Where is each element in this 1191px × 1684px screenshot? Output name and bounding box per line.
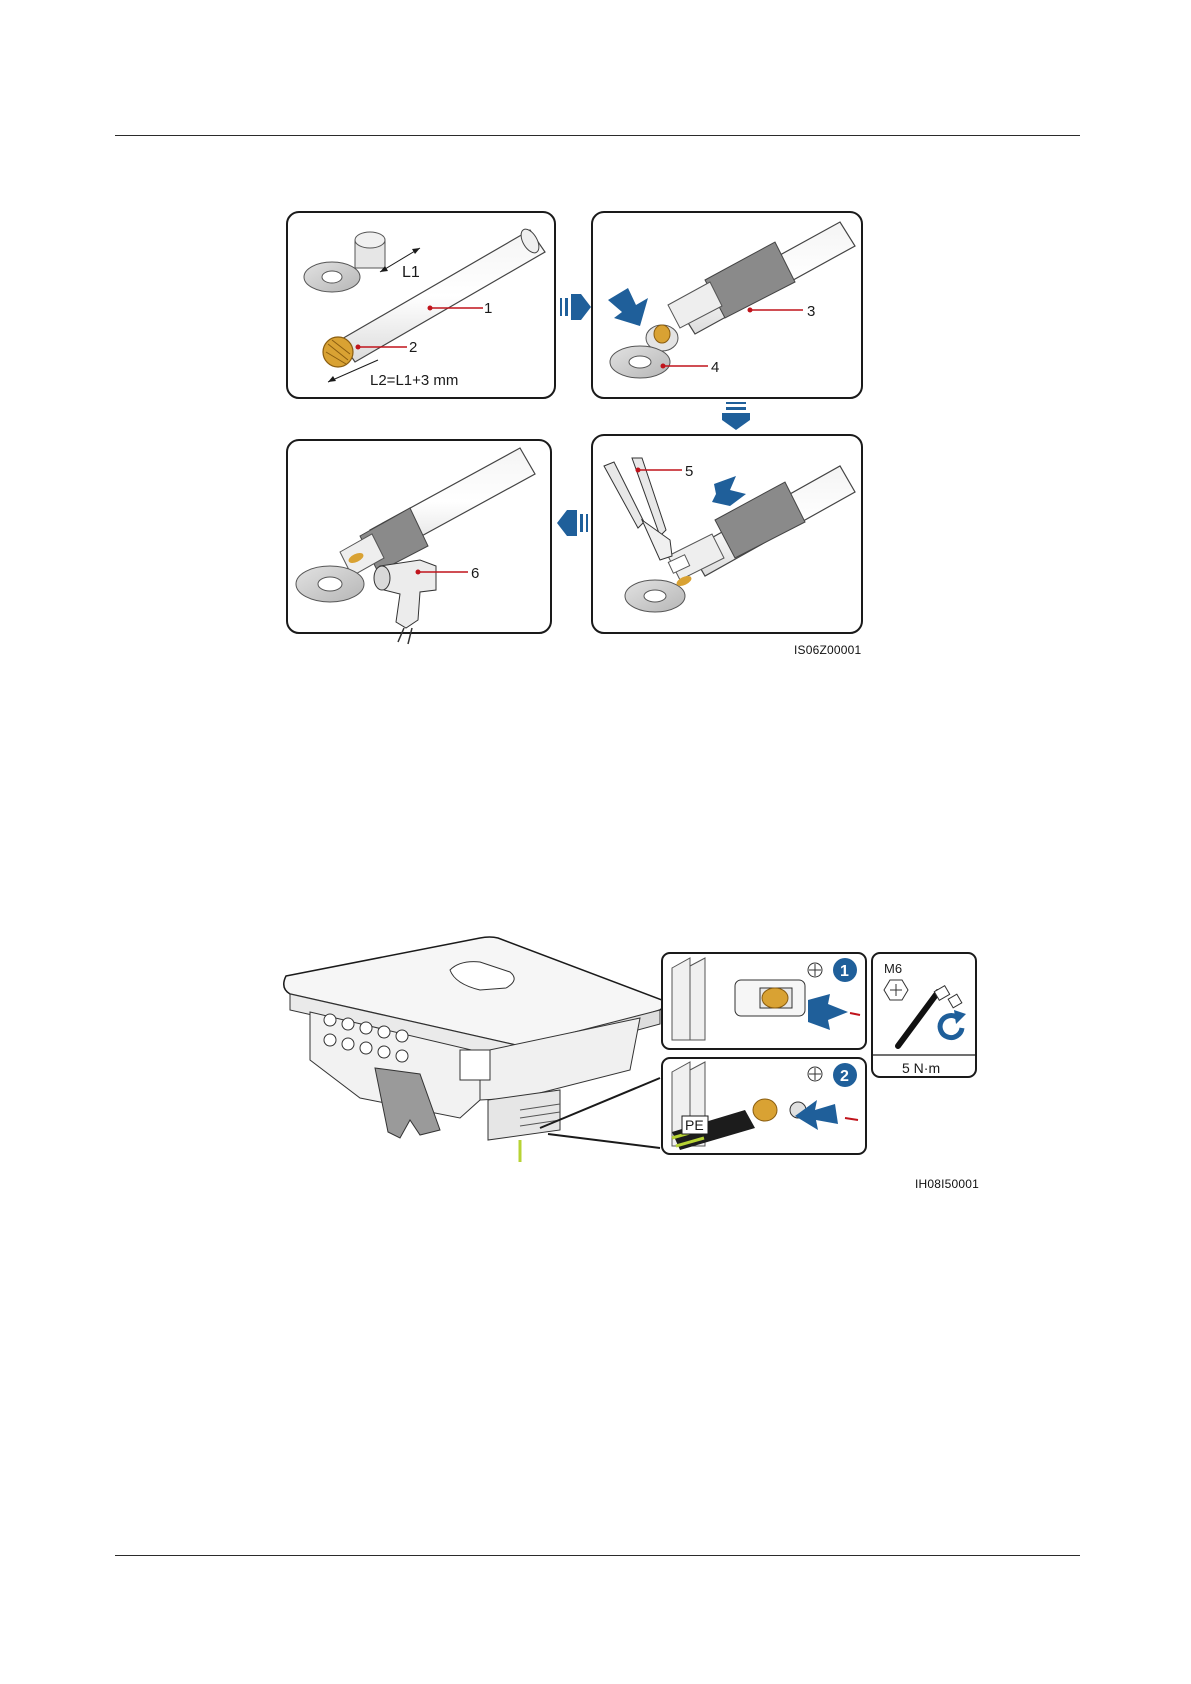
next-step-arrow-left <box>557 510 588 536</box>
figure-2-code: IH08I50001 <box>915 1177 979 1191</box>
detail-step-1-remove-screw: 1 <box>662 953 866 1049</box>
hex-head-icon <box>884 980 908 1000</box>
panel-3-crimp: 5 <box>592 435 862 633</box>
torque-value: 5 N·m <box>902 1060 940 1076</box>
bolt-size-label: M6 <box>884 961 902 976</box>
next-step-arrow-right <box>560 294 591 320</box>
detail-step-2-install-pe: 2 PE <box>662 1058 866 1154</box>
inverter-unit <box>284 937 665 1162</box>
callout-4: 4 <box>711 359 719 376</box>
torque-spec-box: M6 5 N·m <box>872 953 976 1077</box>
next-step-arrow-down <box>722 402 750 430</box>
torque-wrench-icon <box>898 992 938 1046</box>
step-2-badge: 2 <box>840 1068 849 1085</box>
callout-2: 2 <box>409 339 417 356</box>
footer-rule <box>115 1555 1080 1556</box>
cable-crimping-figure: L1 1 2 L2=L1+3 mm 3 4 <box>0 0 1191 700</box>
callout-3: 3 <box>807 303 815 320</box>
pe-label: PE <box>685 1117 704 1133</box>
callout-1: 1 <box>484 300 492 317</box>
step-1-badge: 1 <box>840 963 849 980</box>
dim-l2-label: L2=L1+3 mm <box>370 372 458 389</box>
panel-2-insert-lug: 3 4 <box>592 212 862 398</box>
callout-5: 5 <box>685 463 693 480</box>
panel-4-heat-shrink: 6 <box>287 440 551 644</box>
rotate-clockwise-icon <box>940 1016 962 1038</box>
callout-6: 6 <box>471 565 479 582</box>
dim-l1-label: L1 <box>402 264 420 281</box>
figure-1-code: IS06Z00001 <box>794 643 861 657</box>
panel-1-strip-cable: L1 1 2 L2=L1+3 mm <box>287 212 555 398</box>
